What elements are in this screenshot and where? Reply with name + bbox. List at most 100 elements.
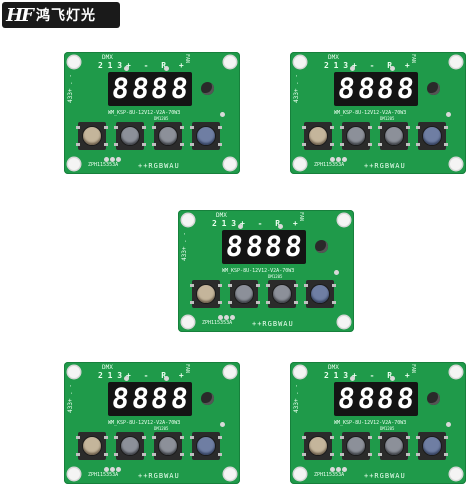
mounting-hole <box>224 366 236 378</box>
mounting-hole <box>294 468 306 480</box>
solder-pad <box>230 315 235 320</box>
tact-button-3[interactable] <box>378 122 410 150</box>
tact-button-2[interactable] <box>114 432 146 460</box>
tact-button-1[interactable] <box>190 280 222 308</box>
model-label: WM_KSP-8U-12V12-V2A-70W3 <box>334 420 407 426</box>
tact-button-1[interactable] <box>302 432 334 460</box>
mounting-hole <box>68 158 80 170</box>
solder-pad <box>124 66 129 71</box>
solder-pad <box>104 467 109 472</box>
ir-receiver <box>427 82 440 95</box>
led-display: 8 8 8 8 <box>334 382 418 416</box>
mounting-hole <box>224 56 236 68</box>
solder-pad <box>220 422 225 427</box>
tact-button-3[interactable] <box>266 280 298 308</box>
pcb-board-center: DMX 2 1 3 + - R + FAN 433+ . - 8 8 8 8 W… <box>178 210 354 332</box>
output-labels: ++RGBWAU <box>364 162 406 170</box>
pin-labels: + - R + <box>126 61 188 70</box>
mounting-hole <box>294 56 306 68</box>
solder-pad <box>116 467 121 472</box>
pcb-board-bottom-left: DMX 2 1 3 + - R + FAN 433+ . - 8 8 8 8 W… <box>64 362 240 484</box>
tact-button-2[interactable] <box>114 122 146 150</box>
pcb-board-top-right: DMX 2 1 3 + - R + FAN 433+ . - 8 8 8 8 W… <box>290 52 466 174</box>
solder-pad <box>390 66 395 71</box>
solder-pad <box>330 467 335 472</box>
solder-pad <box>104 157 109 162</box>
side-label: 433+ . - <box>67 74 74 103</box>
mounting-hole <box>450 158 462 170</box>
connector-numbers: 2 1 3 <box>98 371 123 380</box>
tact-button-4[interactable] <box>190 122 222 150</box>
tact-button-2[interactable] <box>340 432 372 460</box>
display-digit: 8 <box>283 230 304 263</box>
mounting-hole <box>294 158 306 170</box>
sub-label: DM1205 <box>154 116 169 121</box>
display-digit: 8 <box>169 382 190 415</box>
mounting-hole <box>68 366 80 378</box>
solder-pad <box>218 315 223 320</box>
pin-labels: + - R + <box>352 371 414 380</box>
logo-text: 鸿飞灯光 <box>36 7 96 23</box>
connector-numbers: 2 1 3 <box>98 61 123 70</box>
tact-button-4[interactable] <box>416 122 448 150</box>
display-digit: 8 <box>224 230 245 263</box>
sub-label: DM1205 <box>154 426 169 431</box>
mounting-hole <box>68 56 80 68</box>
connector-numbers: 2 1 3 <box>324 61 349 70</box>
display-digit: 8 <box>356 72 377 105</box>
pin-labels: + - R + <box>240 219 302 228</box>
pcb-board-top-left: DMX 2 1 3 + - R + FAN 433+ . - 8 8 8 8 W… <box>64 52 240 174</box>
output-labels: ++RGBWAU <box>364 472 406 480</box>
display-digit: 8 <box>375 382 396 415</box>
solder-pad <box>224 315 229 320</box>
mounting-hole <box>68 468 80 480</box>
mounting-hole <box>450 56 462 68</box>
dmx-label: DMX <box>102 54 113 61</box>
led-display: 8 8 8 8 <box>334 72 418 106</box>
tact-button-3[interactable] <box>378 432 410 460</box>
solder-pad <box>164 376 169 381</box>
tact-button-4[interactable] <box>416 432 448 460</box>
display-digit: 8 <box>336 72 357 105</box>
display-digit: 8 <box>244 230 265 263</box>
led-display: 8 8 8 8 <box>108 382 192 416</box>
solder-pad <box>342 157 347 162</box>
model-label: WM_KSP-8U-12V12-V2A-70W3 <box>108 420 181 426</box>
ir-receiver <box>201 392 214 405</box>
output-labels: ++RGBWAU <box>138 162 180 170</box>
ir-receiver <box>315 240 328 253</box>
pin-labels: + - R + <box>352 61 414 70</box>
tact-button-4[interactable] <box>190 432 222 460</box>
display-digit: 8 <box>395 72 416 105</box>
side-label: 433+ . - <box>67 384 74 413</box>
tact-button-1[interactable] <box>302 122 334 150</box>
solder-pad <box>330 157 335 162</box>
display-digit: 8 <box>130 72 151 105</box>
model-label: WM_KSP-8U-12V12-V2A-70W3 <box>334 110 407 116</box>
ir-receiver <box>427 392 440 405</box>
solder-pad <box>220 112 225 117</box>
tact-button-4[interactable] <box>304 280 336 308</box>
solder-pad <box>110 157 115 162</box>
tact-button-2[interactable] <box>228 280 260 308</box>
fan-label: FAN <box>184 54 190 64</box>
mounting-hole <box>338 214 350 226</box>
side-label: 433+ . - <box>181 232 188 261</box>
connector-numbers: 2 1 3 <box>324 371 349 380</box>
dmx-label: DMX <box>216 212 227 219</box>
tact-button-3[interactable] <box>152 432 184 460</box>
fan-label: FAN <box>410 364 416 374</box>
tact-button-1[interactable] <box>76 432 108 460</box>
solder-pad <box>342 467 347 472</box>
solder-pad <box>390 376 395 381</box>
display-digit: 8 <box>336 382 357 415</box>
dmx-label: DMX <box>102 364 113 371</box>
led-display: 8 8 8 8 <box>222 230 306 264</box>
tact-button-1[interactable] <box>76 122 108 150</box>
solder-pad <box>116 157 121 162</box>
serial-label: ZPH115353A <box>202 320 233 326</box>
tact-button-2[interactable] <box>340 122 372 150</box>
display-digit: 8 <box>356 382 377 415</box>
tact-button-3[interactable] <box>152 122 184 150</box>
display-digit: 8 <box>149 72 170 105</box>
